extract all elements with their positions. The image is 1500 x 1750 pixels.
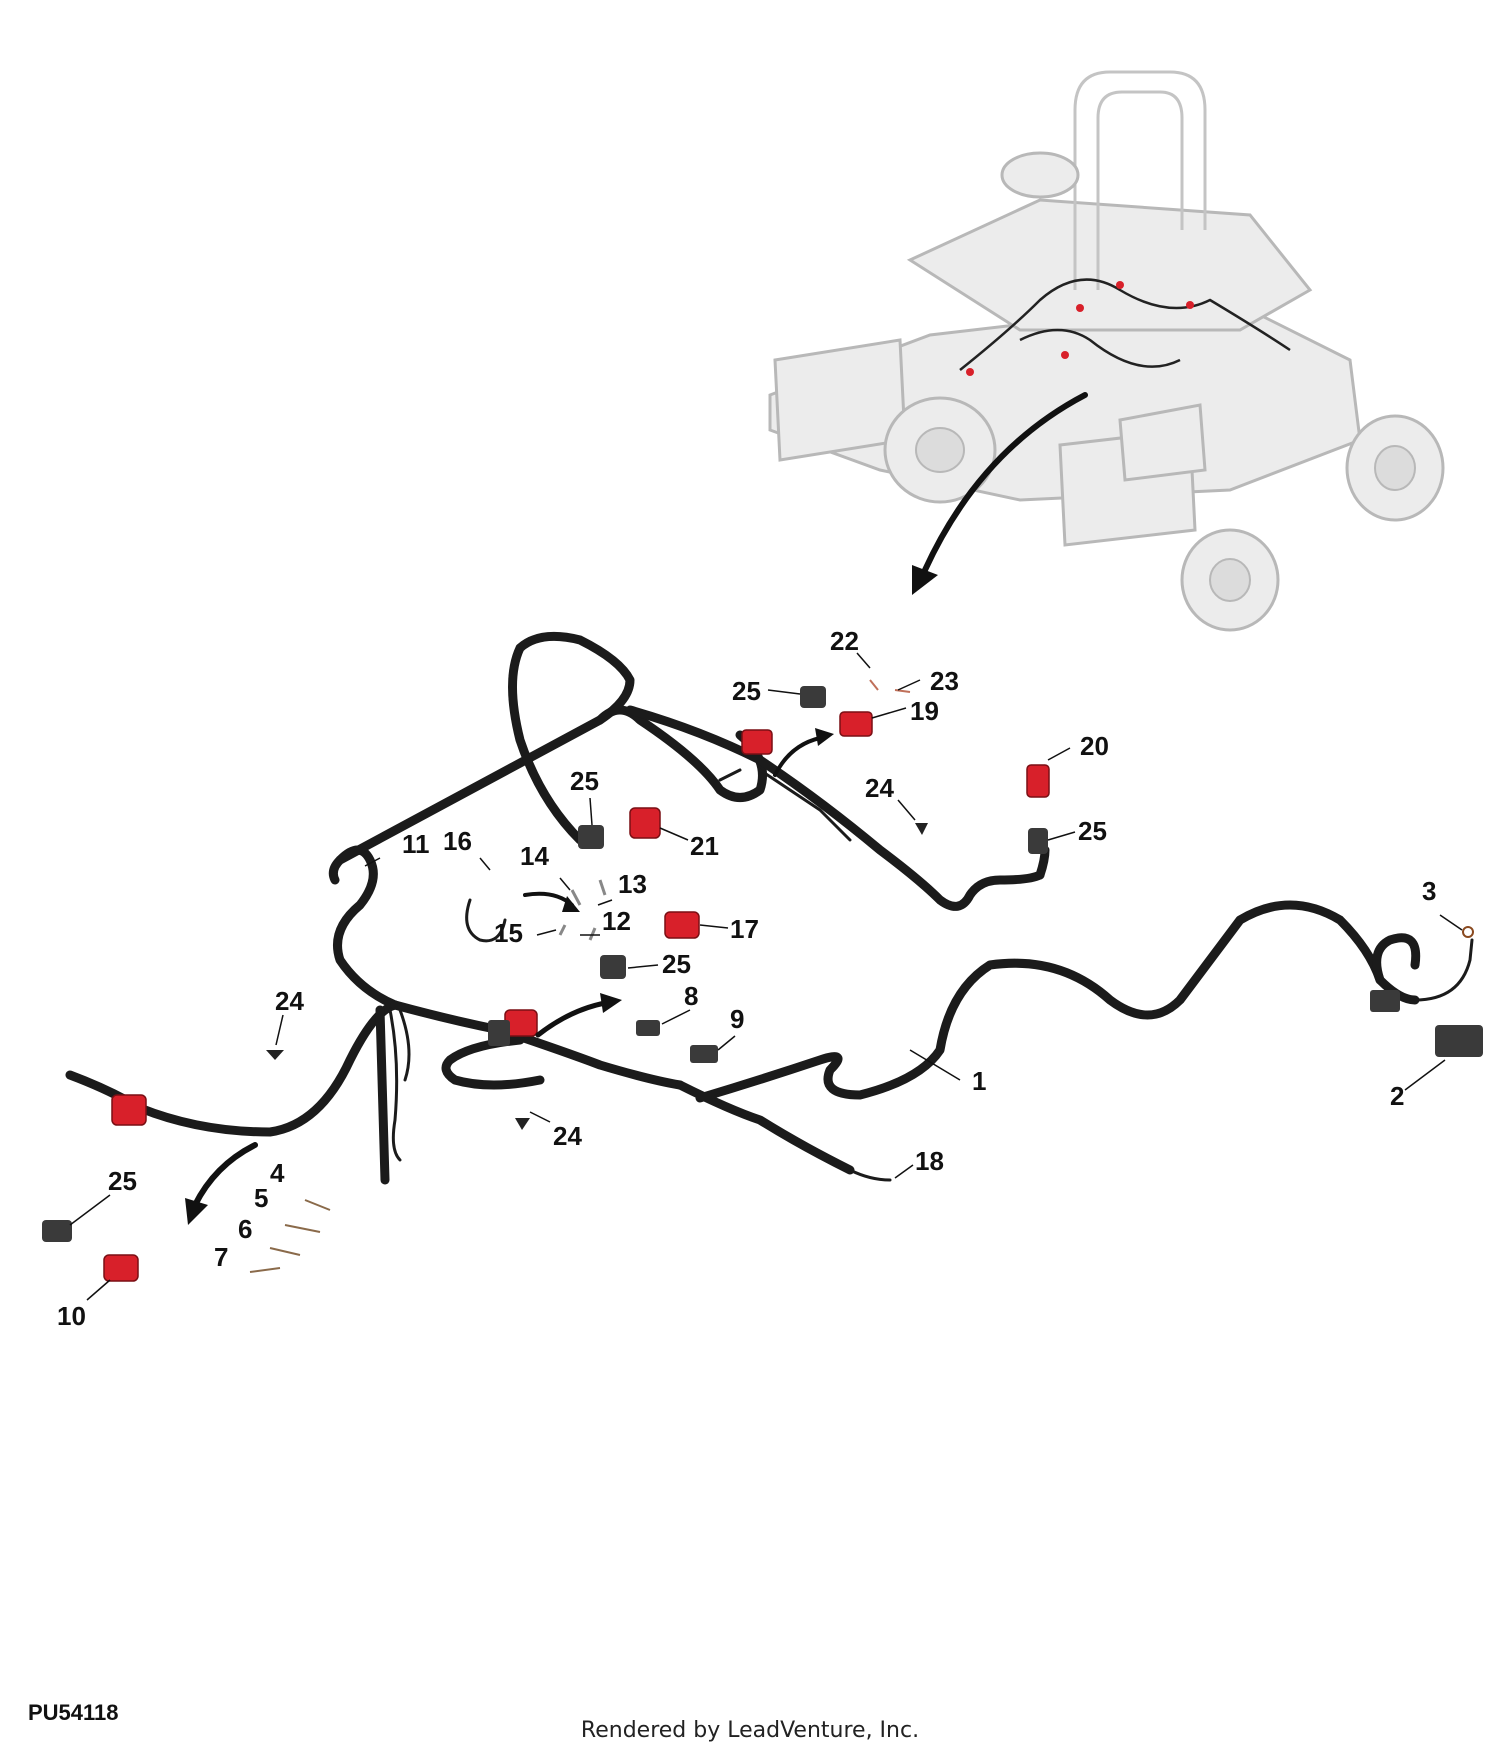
callout-2: 2: [1390, 1081, 1404, 1111]
connector-20: [1026, 764, 1050, 798]
callout-10: 10: [57, 1301, 86, 1331]
callout-12: 12: [602, 906, 631, 936]
connector-harness-red-upper: [741, 729, 773, 755]
connector-19: [839, 711, 873, 737]
callout-25-top: 25: [732, 676, 761, 706]
diagram-id: PU54118: [28, 1700, 119, 1725]
callout-25-upper-mid: 25: [570, 766, 599, 796]
connector-harness-gray-center: [488, 1020, 510, 1046]
callout-23: 23: [930, 666, 959, 696]
callout-18: 18: [915, 1146, 944, 1176]
callout-11: 11: [402, 829, 430, 859]
render-credit: Rendered by LeadVenture, Inc.: [580, 1718, 920, 1743]
callout-19: 19: [910, 696, 939, 726]
callout-22: 22: [830, 626, 859, 656]
callout-9: 9: [730, 1004, 744, 1034]
connector-2: [1435, 1025, 1483, 1057]
callout-5: 5: [254, 1183, 268, 1213]
connector-17: [664, 911, 700, 939]
leader-lines: [69, 652, 1463, 1301]
callout-15: 15: [494, 918, 523, 948]
connector-parts: [42, 686, 1483, 1282]
callout-17: 17: [730, 914, 759, 944]
callout-25-mid: 25: [662, 949, 691, 979]
cap-25-mid: [600, 955, 626, 979]
callout-8: 8: [684, 981, 698, 1011]
callout-25-right: 25: [1078, 816, 1107, 846]
callout-24-left: 24: [275, 986, 304, 1016]
mower-illustration: [768, 70, 1445, 632]
callout-4: 4: [270, 1158, 285, 1188]
connector-8: [636, 1020, 660, 1036]
clip-24-left: [266, 1050, 284, 1060]
callout-3: 3: [1422, 876, 1436, 906]
callout-20: 20: [1080, 731, 1109, 761]
terminal-3: [1462, 926, 1474, 938]
callout-13: 13: [618, 869, 647, 899]
detail-arrow: [912, 392, 1088, 595]
callout-7: 7: [214, 1242, 228, 1272]
callout-14: 14: [520, 841, 549, 871]
connector-harness-red-left: [111, 1094, 147, 1126]
cap-25-right: [1028, 828, 1048, 854]
connector-10: [103, 1254, 139, 1282]
callout-16: 16: [443, 826, 472, 856]
clip-24-top: [915, 823, 928, 835]
callout-24-top: 24: [865, 773, 894, 803]
link-arrows: [185, 728, 834, 1225]
callout-6: 6: [238, 1214, 252, 1244]
callout-labels: 1 2 3 4 5 6 7 8 9 10 11 12 13 14 15 16 1…: [57, 626, 1436, 1331]
callout-1: 1: [972, 1066, 986, 1096]
connector-9: [690, 1045, 718, 1063]
clip-24-bottom: [515, 1118, 530, 1130]
callout-25-left: 25: [108, 1166, 137, 1196]
callout-24-bottom: 24: [553, 1121, 582, 1151]
cap-25-upper-mid: [578, 825, 604, 849]
main-harness: [65, 631, 1474, 1185]
terminal-parts: [249, 679, 911, 1273]
connector-21: [629, 807, 661, 839]
callout-21: 21: [690, 831, 719, 861]
cap-25-top: [800, 686, 826, 708]
connector-harness-gray-right: [1370, 990, 1400, 1012]
cap-25-left: [42, 1220, 72, 1242]
